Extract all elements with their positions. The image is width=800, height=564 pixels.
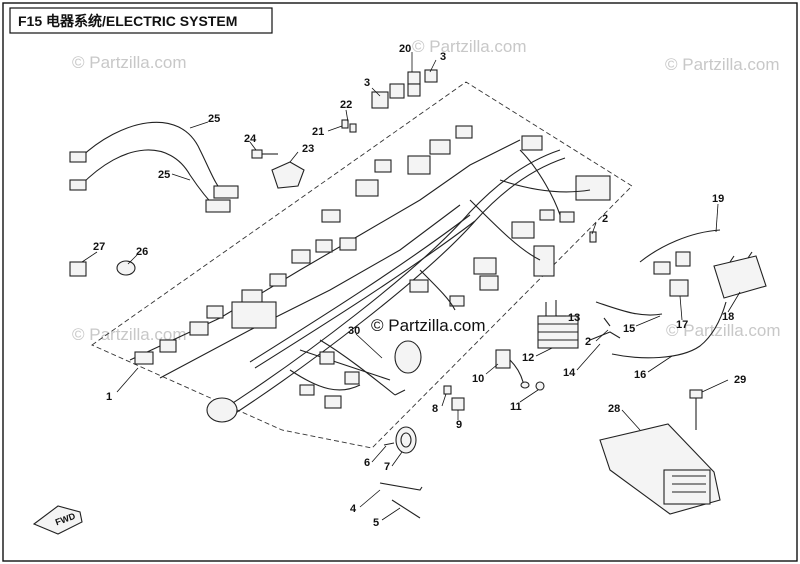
callout-27: 27	[93, 241, 105, 253]
clamp-and-switch	[69, 260, 136, 277]
callout-9: 9	[456, 419, 462, 431]
horn-and-hardware	[379, 426, 423, 519]
sub-harness	[289, 339, 422, 409]
watermark-mid-right: © Partzilla.com	[666, 321, 781, 340]
battery-system	[589, 229, 767, 359]
callout-2-lower: 2	[585, 336, 591, 348]
callout-22: 22	[340, 99, 352, 111]
callout-16: 16	[634, 369, 646, 381]
callout-6: 6	[364, 457, 370, 469]
callout-25-lower: 25	[158, 169, 170, 181]
callout-30: 30	[348, 325, 360, 337]
callout-29: 29	[734, 374, 746, 386]
callout-7: 7	[384, 461, 390, 473]
callout-8: 8	[432, 403, 438, 415]
watermark-top-center: © Partzilla.com	[412, 37, 527, 56]
watermark-top-right: © Partzilla.com	[665, 55, 780, 74]
callout-11: 11	[510, 401, 522, 413]
callout-18: 18	[722, 311, 734, 323]
callout-24: 24	[244, 133, 257, 145]
callout-numbers: 1 2 2 3 3 4 5 6 7 8 9 10 11 12 13 14 15 …	[93, 43, 746, 529]
callout-4: 4	[350, 503, 357, 515]
harness-boundary	[91, 81, 633, 449]
oxygen-sensors	[69, 121, 239, 213]
bolt-and-bracket	[251, 149, 305, 189]
callout-23: 23	[302, 143, 314, 155]
callout-20: 20	[399, 43, 411, 55]
callout-5: 5	[373, 517, 379, 529]
callout-12: 12	[522, 352, 534, 364]
watermark-center: © Partzilla.com	[371, 316, 486, 335]
callout-14: 14	[563, 367, 576, 379]
callout-13: 13	[568, 312, 580, 324]
main-wiring-harness	[129, 125, 611, 423]
callout-2-top: 2	[602, 213, 608, 225]
callout-3-right: 3	[440, 51, 446, 63]
callout-1: 1	[106, 391, 112, 403]
callout-26: 26	[136, 246, 148, 258]
voltage-regulator	[443, 300, 579, 411]
callout-10: 10	[472, 373, 484, 385]
ecu-unit	[599, 389, 721, 515]
callout-21: 21	[312, 126, 324, 138]
callout-28: 28	[608, 403, 620, 415]
title-box	[9, 7, 273, 34]
callout-15: 15	[623, 323, 635, 335]
forward-arrow: FWD	[32, 505, 83, 535]
relay-group	[341, 69, 438, 133]
callout-25-upper: 25	[208, 113, 220, 125]
diagram-title: F15 电器系统/ELECTRIC SYSTEM	[18, 13, 237, 29]
callout-17: 17	[676, 319, 688, 331]
callout-3-left: 3	[364, 77, 370, 89]
leader-lines	[81, 52, 741, 521]
watermark-top-left: © Partzilla.com	[72, 53, 187, 72]
callout-19: 19	[712, 193, 724, 205]
